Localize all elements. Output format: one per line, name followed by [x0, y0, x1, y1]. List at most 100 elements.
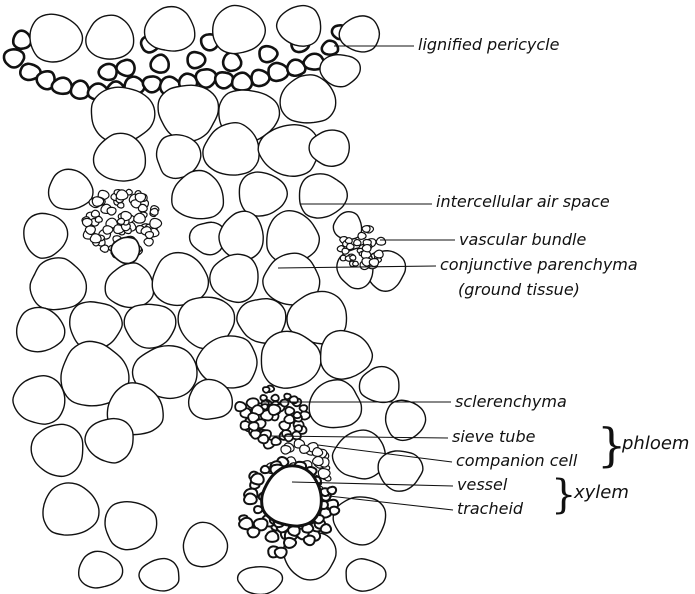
- parenchyma-cell: [300, 174, 348, 218]
- label-conjunctive-parenchyma: conjunctive parenchyma: [440, 256, 638, 274]
- parenchyma-cell: [13, 376, 65, 424]
- pericycle-cell: [259, 46, 277, 62]
- label-vessel: vessel: [457, 476, 507, 494]
- bundle-cell: [272, 437, 281, 445]
- pericycle-cell: [52, 78, 72, 94]
- pericycle-cell: [71, 81, 89, 99]
- bundle-cell: [150, 218, 162, 228]
- bundle-cell: [345, 238, 352, 244]
- parenchyma-cell: [85, 419, 133, 463]
- bundle-cell: [144, 238, 153, 246]
- bundle-cell: [327, 487, 336, 494]
- bundle-cell: [249, 422, 259, 430]
- bundle-cell: [116, 190, 128, 200]
- bundle-cell: [284, 394, 291, 400]
- bundle-cell: [150, 208, 158, 215]
- bundle-cell: [248, 413, 259, 422]
- parenchyma-cell: [339, 16, 379, 52]
- bundle-cell: [135, 193, 145, 202]
- parenchyma-cell: [24, 213, 68, 258]
- pericycle-cell: [116, 60, 134, 76]
- pericycle-cell: [232, 73, 252, 91]
- label-sclerenchyma: sclerenchyma: [455, 393, 567, 411]
- bundle-cell: [269, 405, 281, 415]
- label-sieve-tube: sieve tube: [452, 428, 535, 446]
- label-lignified-pericycle: lignified pericycle: [418, 36, 559, 54]
- parenchyma-cell: [346, 559, 386, 591]
- bundle-cell: [281, 446, 291, 454]
- parenchyma-cell: [277, 6, 321, 47]
- bundle-cell: [134, 213, 146, 223]
- parenchyma-cell: [213, 5, 266, 53]
- parenchyma-cell: [30, 14, 83, 62]
- bundle-cell: [294, 425, 302, 431]
- bundle-cell: [107, 207, 116, 215]
- parenchyma-cell: [105, 263, 153, 308]
- parenchyma-cell: [105, 502, 157, 550]
- bundle-cell: [362, 245, 371, 252]
- bundle-cell: [330, 507, 339, 515]
- label-phloem: phloem: [622, 435, 689, 453]
- label-intercellular-air-space: intercellular air space: [436, 193, 610, 211]
- bundle-cell: [284, 538, 296, 548]
- bundle-cell: [117, 203, 123, 209]
- bundle-cell: [369, 259, 378, 267]
- parenchyma-cell: [210, 254, 258, 302]
- parenchyma-cell: [183, 522, 227, 566]
- xylem-vessel: [262, 466, 322, 526]
- bundle-cell: [300, 405, 308, 411]
- parenchyma-cell: [203, 123, 259, 175]
- bundle-cell: [235, 402, 246, 411]
- parenchyma-cell: [30, 258, 86, 310]
- bundle-cell: [342, 248, 349, 254]
- pericycle-cell: [215, 72, 233, 88]
- bundle-cell: [353, 261, 359, 266]
- phloem-brace: }: [597, 422, 626, 468]
- bundle-cell: [354, 240, 361, 246]
- parenchyma-cell: [309, 380, 361, 428]
- parenchyma-cell: [359, 367, 398, 403]
- pericycle-cell: [99, 64, 117, 80]
- parenchyma-cell: [219, 211, 263, 260]
- bundle-cell: [376, 237, 385, 245]
- pericycle-cell: [252, 70, 270, 86]
- bundle-cell: [300, 445, 310, 453]
- pericycle-cell: [223, 53, 241, 71]
- parenchyma-cell: [31, 424, 83, 476]
- bundle-cell: [92, 197, 103, 207]
- pericycle-cell: [322, 41, 338, 55]
- bundle-cell: [103, 226, 113, 234]
- bundle-cell: [271, 395, 278, 401]
- parenchyma-cell: [86, 15, 134, 59]
- parenchyma-cell: [333, 212, 361, 240]
- pericycle-cell: [188, 52, 206, 68]
- bundle-cell: [285, 434, 293, 441]
- label-xylem: xylem: [574, 484, 629, 502]
- label-tracheid: tracheid: [457, 500, 523, 518]
- bundle-cell: [362, 226, 370, 233]
- bundle-cell: [251, 430, 261, 438]
- bundle-cell: [95, 216, 102, 222]
- parenchyma-cell: [333, 497, 385, 545]
- parenchyma-cell: [94, 133, 146, 181]
- label-ground-tissue: (ground tissue): [458, 281, 580, 299]
- bundle-cell: [358, 232, 366, 239]
- bundle-cell: [244, 493, 257, 504]
- parenchyma-cell: [17, 307, 65, 351]
- bundle-cell: [313, 457, 324, 466]
- parenchyma-cell: [124, 304, 176, 348]
- bundle-cell: [260, 395, 267, 401]
- bundle-cell: [248, 527, 260, 537]
- bundle-cell: [266, 531, 279, 542]
- parenchyma-cell: [79, 551, 123, 588]
- bundle-cell: [90, 234, 101, 243]
- bundle-cell: [312, 448, 322, 457]
- parenchyma-cell: [238, 567, 283, 594]
- pericycle-cell: [13, 31, 31, 49]
- pericycle-cell: [151, 55, 169, 73]
- parenchyma-cell: [49, 169, 93, 209]
- bundle-cell: [85, 226, 95, 235]
- bundle-cell: [275, 548, 287, 558]
